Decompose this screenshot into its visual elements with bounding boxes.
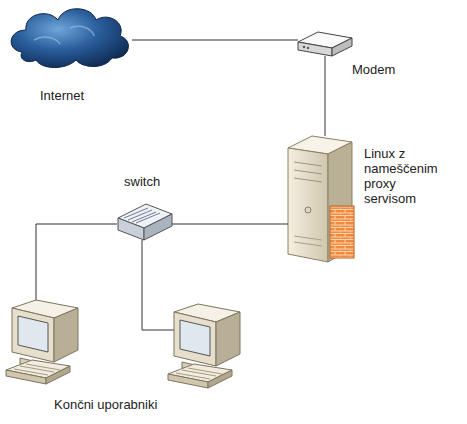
proxy-server: Linux z nameščenim proxy servisom [288, 136, 354, 262]
cloud-icon [11, 9, 128, 68]
switch-icon [118, 204, 172, 240]
server-icon [288, 136, 354, 262]
modem-box: Modem [298, 32, 352, 56]
internet-cloud: Internet [10, 6, 132, 70]
network-cable [132, 40, 298, 41]
node-label: Linux z nameščenim proxy servisom [364, 146, 446, 206]
network-cable [325, 56, 326, 136]
node-label: Internet [40, 88, 120, 103]
pc-icons [6, 300, 240, 388]
node-label: Modem [352, 62, 422, 77]
network-cable [172, 224, 288, 225]
network-switch: switch [118, 204, 172, 240]
group-label: Končni uporabniki [54, 397, 157, 412]
modem-icon [298, 32, 352, 56]
node-label: switch [124, 174, 184, 189]
